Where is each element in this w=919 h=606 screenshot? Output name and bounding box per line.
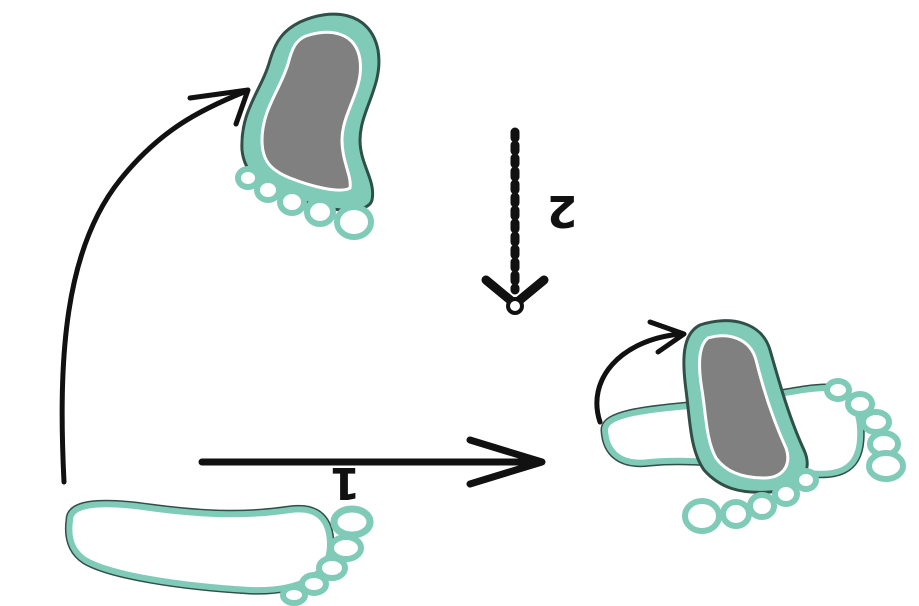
step-2-label: 2	[547, 185, 578, 236]
top-right-footprint	[238, 14, 379, 237]
step-1-arrow	[202, 440, 542, 484]
curved-step-arrow	[62, 90, 248, 482]
step-1-label: 1	[330, 457, 361, 508]
step-2-arrow	[486, 132, 544, 313]
start-left-footprint	[69, 504, 370, 603]
